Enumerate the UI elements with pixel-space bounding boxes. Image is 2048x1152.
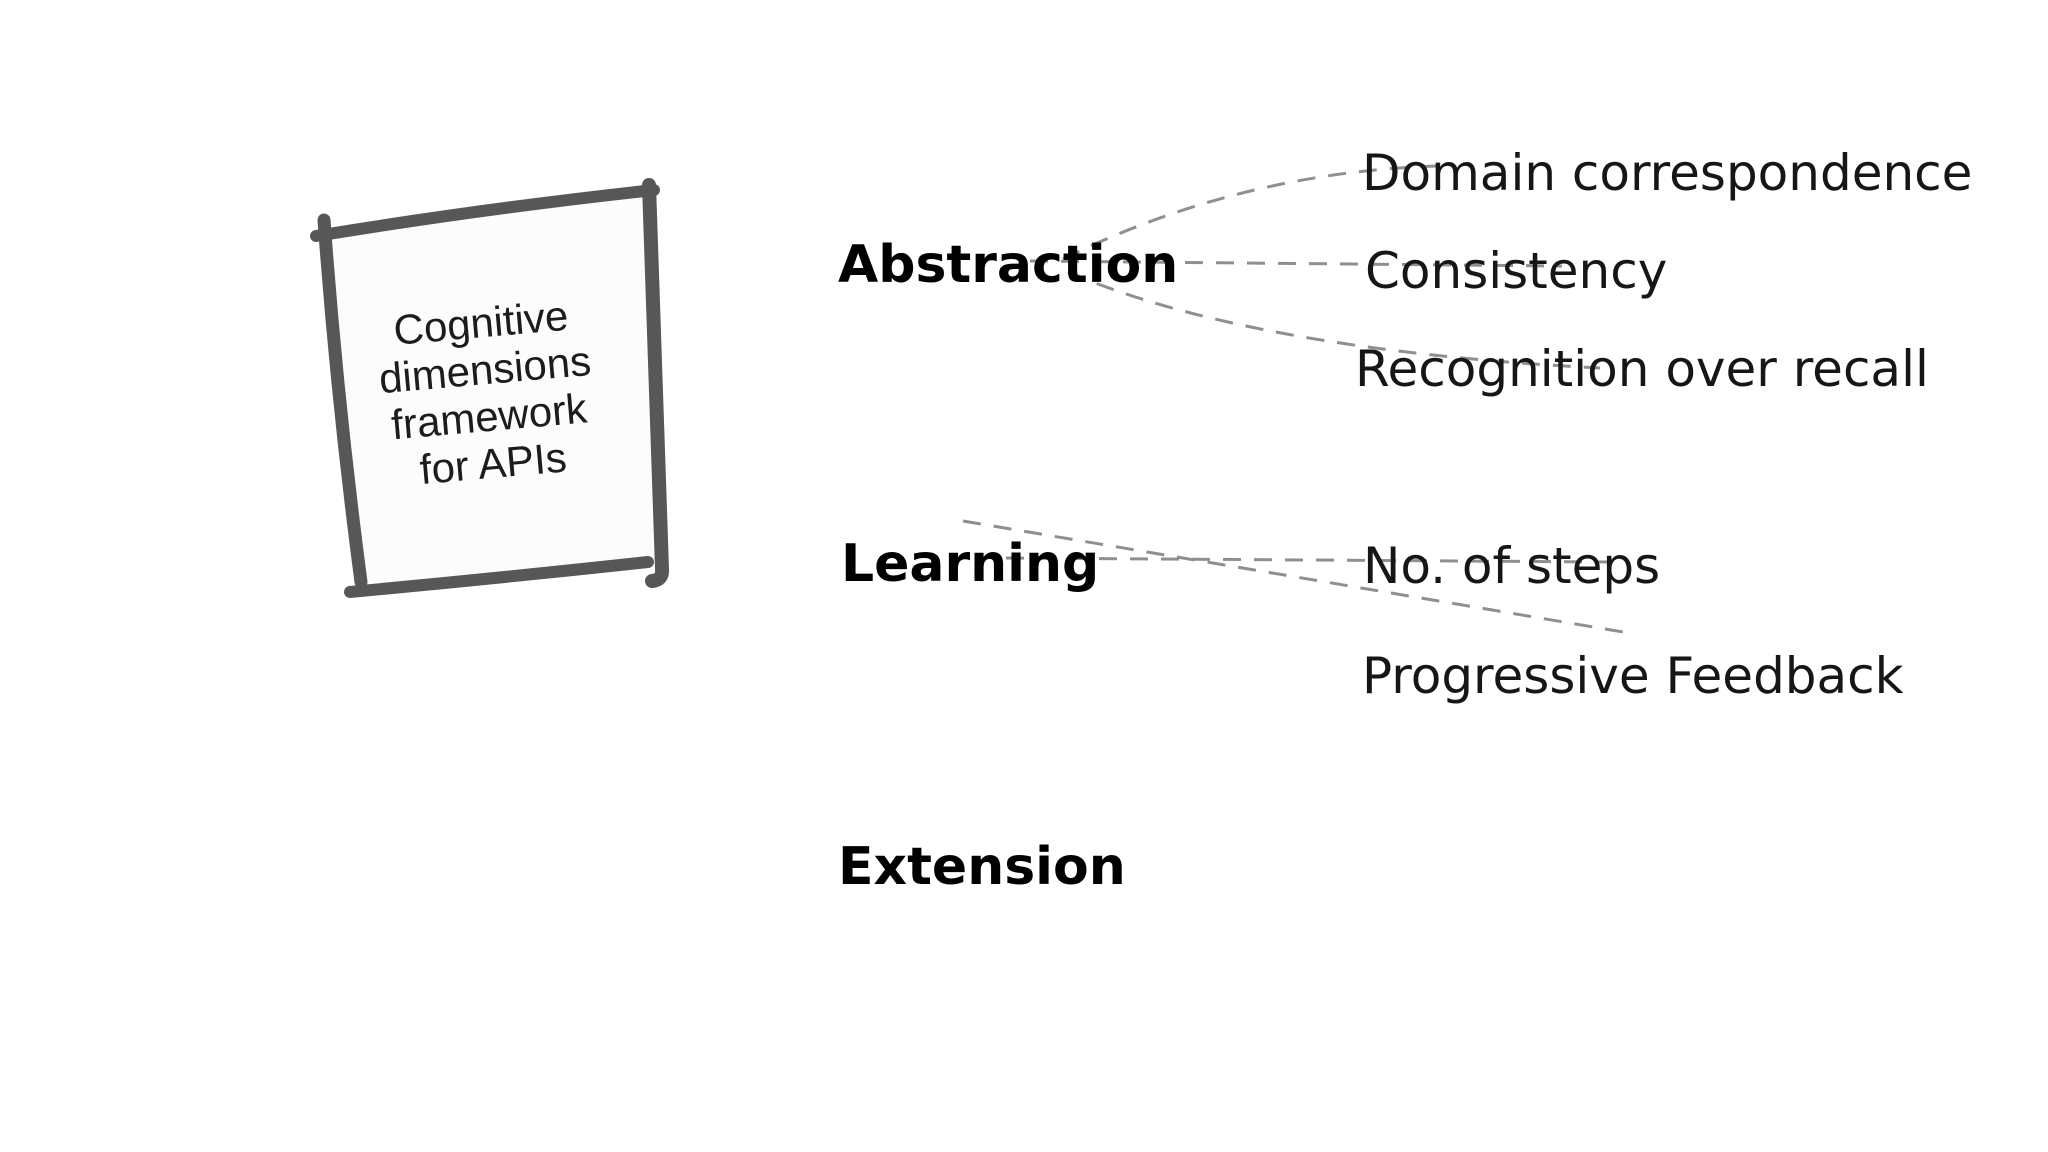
branch-label-extension: Extension — [838, 837, 1126, 897]
sketch-card-bottom-stroke — [344, 556, 654, 598]
branch-label-abstraction: Abstraction — [838, 235, 1179, 295]
leaf-label-no-of-steps: No. of steps — [1363, 537, 1661, 595]
sketch-card-left-stroke — [317, 213, 368, 589]
connector-learning-no-of-steps — [1005, 556, 1611, 564]
connector-abstraction-domain-correspondence — [1062, 164, 1439, 261]
sketch-card-fill — [327, 191, 660, 584]
leaf-label-progressive-feedback: Progressive Feedback — [1362, 647, 1904, 705]
connector-abstraction-recognition-over-recall — [1067, 270, 1601, 370]
sketch-card-title: Cognitive dimensions framework for APIs — [324, 286, 649, 500]
sketch-card-top-stroke — [310, 184, 660, 242]
leaf-label-recognition-over-recall: Recognition over recall — [1355, 340, 1929, 398]
leaf-label-domain-correspondence: Domain correspondence — [1362, 144, 1973, 202]
connector-abstraction-consistency — [1029, 259, 1563, 268]
branch-label-learning: Learning — [841, 534, 1100, 594]
sketch-card-right-stroke — [642, 178, 670, 588]
leaf-label-consistency: Consistency — [1365, 242, 1668, 300]
